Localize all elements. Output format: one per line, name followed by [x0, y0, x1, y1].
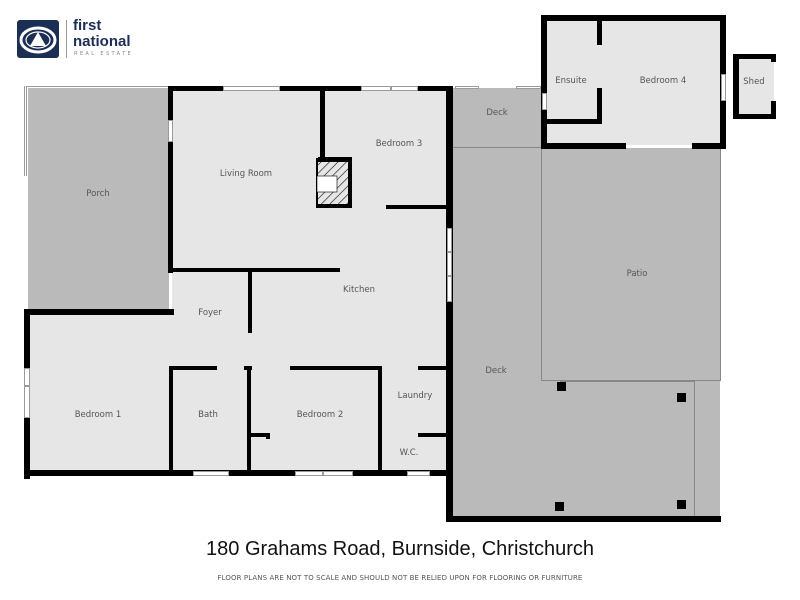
wall	[418, 433, 448, 437]
wall	[541, 143, 626, 149]
room-label-bedroom-4: Bedroom 4	[639, 76, 687, 86]
room-label-deck-main: Deck	[485, 366, 507, 376]
window	[721, 74, 726, 101]
wall	[541, 15, 726, 21]
room-label-bedroom-2: Bedroom 2	[296, 410, 344, 420]
room-label-foyer: Foyer	[198, 308, 222, 318]
wall	[771, 101, 776, 119]
window	[168, 120, 173, 142]
window	[24, 386, 30, 418]
window	[361, 86, 391, 91]
wall	[541, 15, 547, 149]
room-label-bedroom-3: Bedroom 3	[375, 139, 423, 149]
room-label-bedroom-1: Bedroom 1	[74, 410, 122, 420]
wall	[733, 54, 739, 119]
room-label-laundry: Laundry	[397, 391, 433, 401]
window	[223, 86, 280, 91]
window	[447, 276, 452, 302]
patio-outline	[541, 148, 721, 381]
window	[323, 471, 353, 476]
disclaimer-text: FLOOR PLANS ARE NOT TO SCALE AND SHOULD …	[217, 574, 583, 582]
wall	[266, 433, 270, 439]
deck-main-area	[453, 148, 720, 516]
living-room-area	[172, 90, 448, 470]
room-label-kitchen: Kitchen	[343, 285, 375, 295]
brand-logo: first national REAL ESTATE	[0, 0, 150, 70]
window	[391, 86, 418, 91]
wall	[248, 270, 252, 333]
window	[447, 228, 452, 252]
wall	[320, 86, 325, 162]
wall	[597, 19, 602, 45]
bedroom1-area	[28, 312, 173, 472]
room-label-ensuite: Ensuite	[555, 76, 587, 86]
window	[407, 471, 430, 476]
wall	[173, 366, 217, 370]
window	[516, 86, 541, 89]
wall	[168, 86, 173, 272]
wall	[446, 86, 453, 521]
post	[555, 502, 564, 511]
wall	[544, 119, 602, 124]
brand-name-line2: national	[73, 33, 131, 50]
wall	[168, 243, 173, 273]
window	[193, 471, 229, 476]
eye-triangle-logo-icon	[17, 20, 59, 58]
wall	[597, 88, 602, 124]
post	[557, 382, 566, 391]
window	[455, 86, 479, 89]
room-label-shed: Shed	[743, 77, 765, 87]
wall	[169, 366, 173, 474]
deck-top-divider	[453, 147, 543, 148]
window	[295, 471, 323, 476]
porch-railing	[24, 86, 169, 89]
room-label-bath: Bath	[198, 410, 218, 420]
wall	[446, 516, 721, 522]
property-address: 180 Grahams Road, Burnside, Christchurch	[206, 538, 594, 560]
deck-top-area	[453, 88, 543, 148]
wall	[733, 54, 776, 59]
window	[542, 93, 547, 110]
wall	[771, 54, 776, 62]
logo-divider	[66, 20, 67, 58]
fireplace-icon	[316, 158, 352, 208]
room-label-porch: Porch	[86, 189, 110, 199]
post	[677, 500, 686, 509]
shed-area	[736, 57, 774, 117]
wall	[733, 114, 776, 119]
room-label-wc: W.C.	[399, 448, 419, 458]
wall	[24, 309, 174, 315]
post	[677, 393, 686, 402]
brand-tagline: REAL ESTATE	[74, 51, 134, 57]
wall	[250, 433, 270, 437]
porch-area	[28, 88, 169, 310]
bed4-block-area	[546, 19, 721, 145]
wall	[418, 366, 448, 370]
wall	[378, 366, 382, 474]
wall	[172, 268, 340, 272]
wall	[386, 205, 450, 209]
room-label-living-room: Living Room	[219, 169, 273, 179]
wall	[168, 86, 453, 91]
room-label-patio: Patio	[626, 269, 648, 279]
wall	[692, 143, 726, 149]
deck-inner-outline	[560, 381, 695, 518]
wall	[24, 470, 453, 476]
porch-railing-side	[24, 86, 27, 176]
room-label-deck-top: Deck	[486, 108, 508, 118]
brand-name-line1: first	[73, 17, 102, 34]
wall	[290, 366, 380, 370]
floor-plan: Porch Living Room Bedroom 3 Deck Ensuite…	[24, 15, 776, 522]
window	[447, 252, 452, 276]
wall	[247, 366, 251, 474]
window	[24, 368, 30, 386]
